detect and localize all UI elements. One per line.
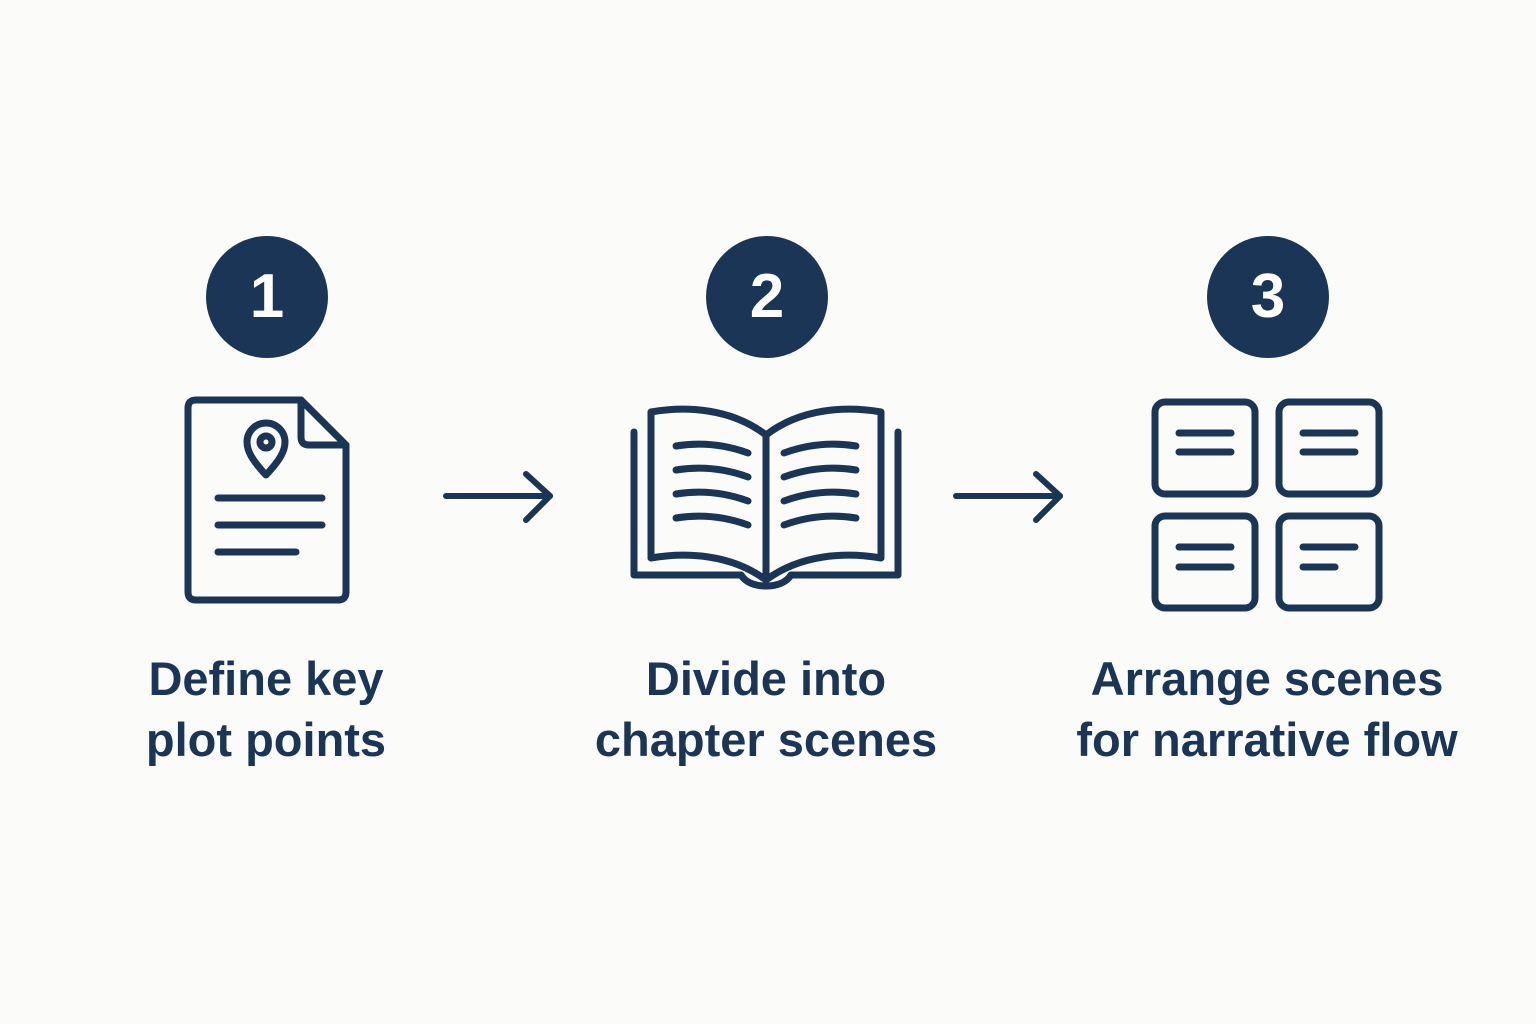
step-number-badge: 1 xyxy=(206,236,328,358)
step-number-badge: 2 xyxy=(706,236,828,358)
step-label-line-1: Divide into xyxy=(645,652,887,705)
step-number-badge: 3 xyxy=(1207,236,1329,358)
arrow-right-icon xyxy=(440,464,560,528)
step-label: Divide into chapter scenes xyxy=(546,648,986,770)
arrow-right-icon xyxy=(950,464,1070,528)
scene-cards-grid-icon xyxy=(1117,390,1417,620)
open-book-icon xyxy=(616,390,916,620)
step-label-line-1: Arrange scenes xyxy=(1090,652,1444,705)
step-1: 1 Define key plot points xyxy=(46,0,486,1024)
step-label-line-1: Define key xyxy=(148,652,384,705)
step-label: Define key plot points xyxy=(46,648,486,770)
step-label-line-2: chapter scenes xyxy=(594,713,938,766)
step-2: 2 Divide into chapter scenes xyxy=(546,0,986,1024)
step-label: Arrange scenes for narrative flow xyxy=(1047,648,1487,770)
document-location-pin-icon xyxy=(116,390,416,620)
step-label-line-2: for narrative flow xyxy=(1076,713,1458,766)
step-3: 3 Arrange scenes for narrative flow xyxy=(1047,0,1487,1024)
step-label-line-2: plot points xyxy=(145,713,387,766)
